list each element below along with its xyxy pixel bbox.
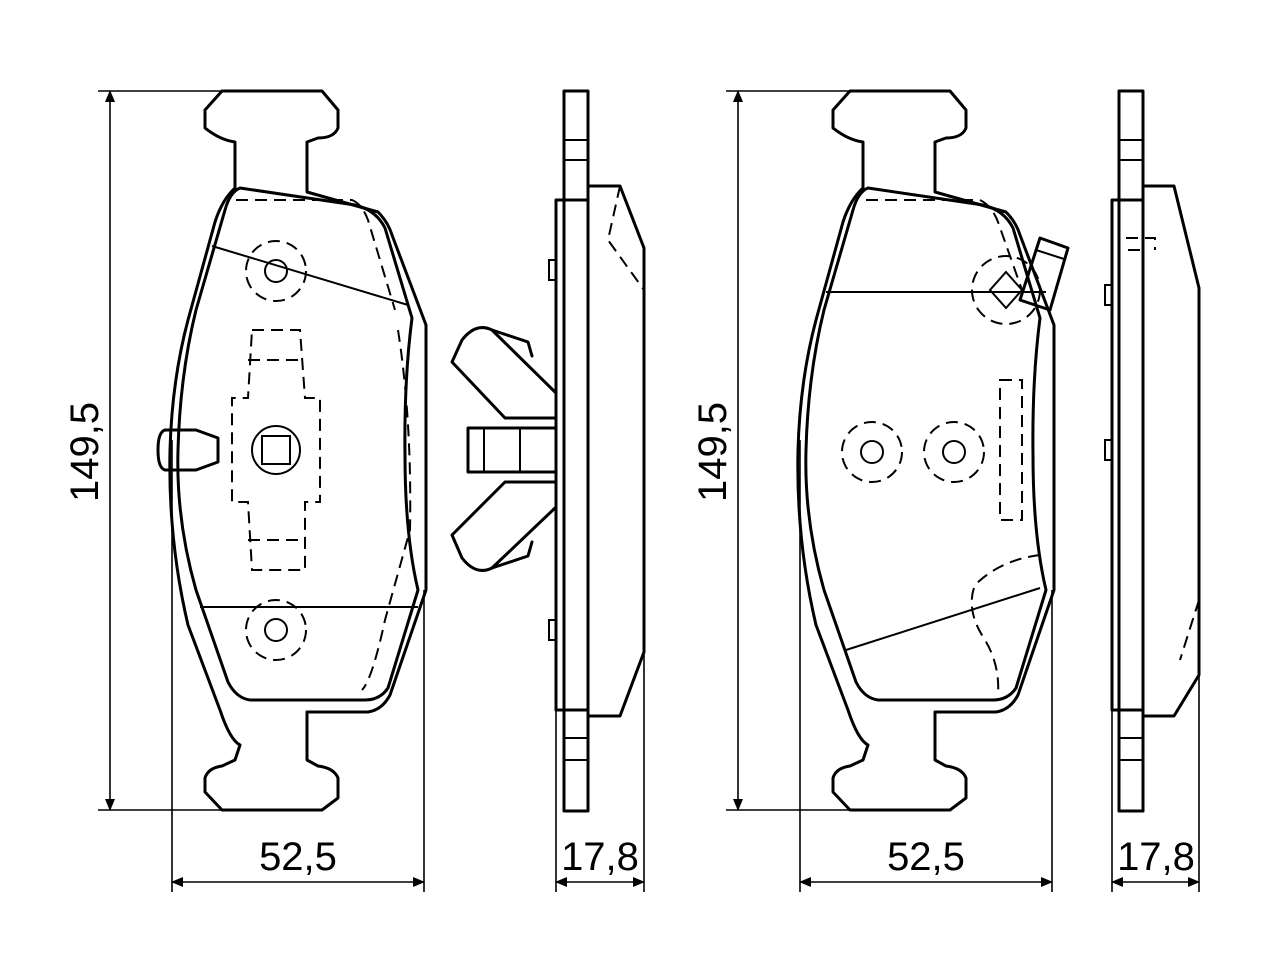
spring-clip-upper-wire bbox=[450, 326, 557, 420]
right-rivet-left-outer bbox=[841, 421, 903, 483]
left-rivet-bottom-inner bbox=[264, 618, 288, 642]
left-hidden-edge-right bbox=[361, 329, 412, 691]
spring-clip-lower-wire bbox=[450, 480, 557, 572]
spring-clip-lower-hook bbox=[490, 540, 534, 570]
right-sensor-diamond bbox=[988, 270, 1024, 310]
left-pad-side-view bbox=[548, 89, 646, 813]
right-side-shim bbox=[1110, 198, 1145, 712]
spring-clip-body bbox=[466, 426, 558, 474]
right-thickness-label: 17,8 bbox=[1117, 835, 1195, 879]
right-wear-sensor-line bbox=[1035, 249, 1065, 260]
left-backing-plate bbox=[168, 89, 428, 812]
right-rivet-right-inner bbox=[942, 440, 966, 464]
right-side-hidden-top bbox=[1126, 237, 1156, 251]
right-side-rivet-bottom bbox=[1104, 439, 1113, 461]
spring-clip-upper-hook bbox=[490, 328, 534, 358]
right-width-label: 52,5 bbox=[887, 835, 965, 879]
left-hidden-edge-top bbox=[236, 199, 396, 311]
left-rivet-top-outer bbox=[245, 240, 307, 302]
right-rivet-left-inner bbox=[860, 440, 884, 464]
right-groove-bottom bbox=[845, 587, 1041, 651]
left-clip-hidden bbox=[231, 329, 321, 571]
left-dimensions: 149,5 52,5 17,8 bbox=[63, 90, 645, 892]
right-height-label: 149,5 bbox=[691, 402, 735, 502]
right-pad-front-view bbox=[796, 89, 1070, 812]
left-side-hidden bbox=[606, 185, 645, 291]
right-side-rivet-top bbox=[1104, 284, 1113, 306]
right-pad-side-view bbox=[1104, 89, 1201, 813]
left-side-friction bbox=[586, 184, 646, 718]
right-sensor-circle bbox=[971, 255, 1041, 325]
right-friction-material bbox=[804, 186, 1048, 702]
left-height-label: 149,5 bbox=[63, 402, 107, 502]
left-friction-material bbox=[176, 186, 420, 702]
right-side-friction bbox=[1141, 184, 1201, 718]
left-side-rivet-top bbox=[548, 259, 557, 281]
right-hidden-curve bbox=[970, 554, 1041, 696]
left-center-circle bbox=[251, 425, 301, 475]
right-side-hidden-bottom bbox=[1179, 599, 1200, 661]
left-groove-top bbox=[211, 245, 409, 306]
left-side-rivet-bottom bbox=[548, 619, 557, 641]
left-center-square bbox=[261, 435, 291, 465]
left-pad-front-view bbox=[156, 89, 428, 812]
right-hidden-edge-top bbox=[866, 199, 1023, 291]
left-rivet-bottom-outer bbox=[245, 599, 307, 661]
right-wear-sensor bbox=[1018, 236, 1070, 312]
left-side-shim bbox=[554, 198, 590, 712]
right-dimensions: 149,5 52,5 17,8 bbox=[691, 90, 1200, 892]
left-wear-tab bbox=[156, 428, 220, 472]
right-backing-plate bbox=[796, 89, 1056, 812]
left-rivet-top-inner bbox=[264, 259, 288, 283]
right-rivet-right-outer bbox=[923, 421, 985, 483]
left-spring-clip bbox=[450, 326, 558, 572]
left-thickness-label: 17,8 bbox=[561, 835, 639, 879]
right-hidden-slot bbox=[999, 379, 1023, 521]
left-width-label: 52,5 bbox=[259, 835, 337, 879]
